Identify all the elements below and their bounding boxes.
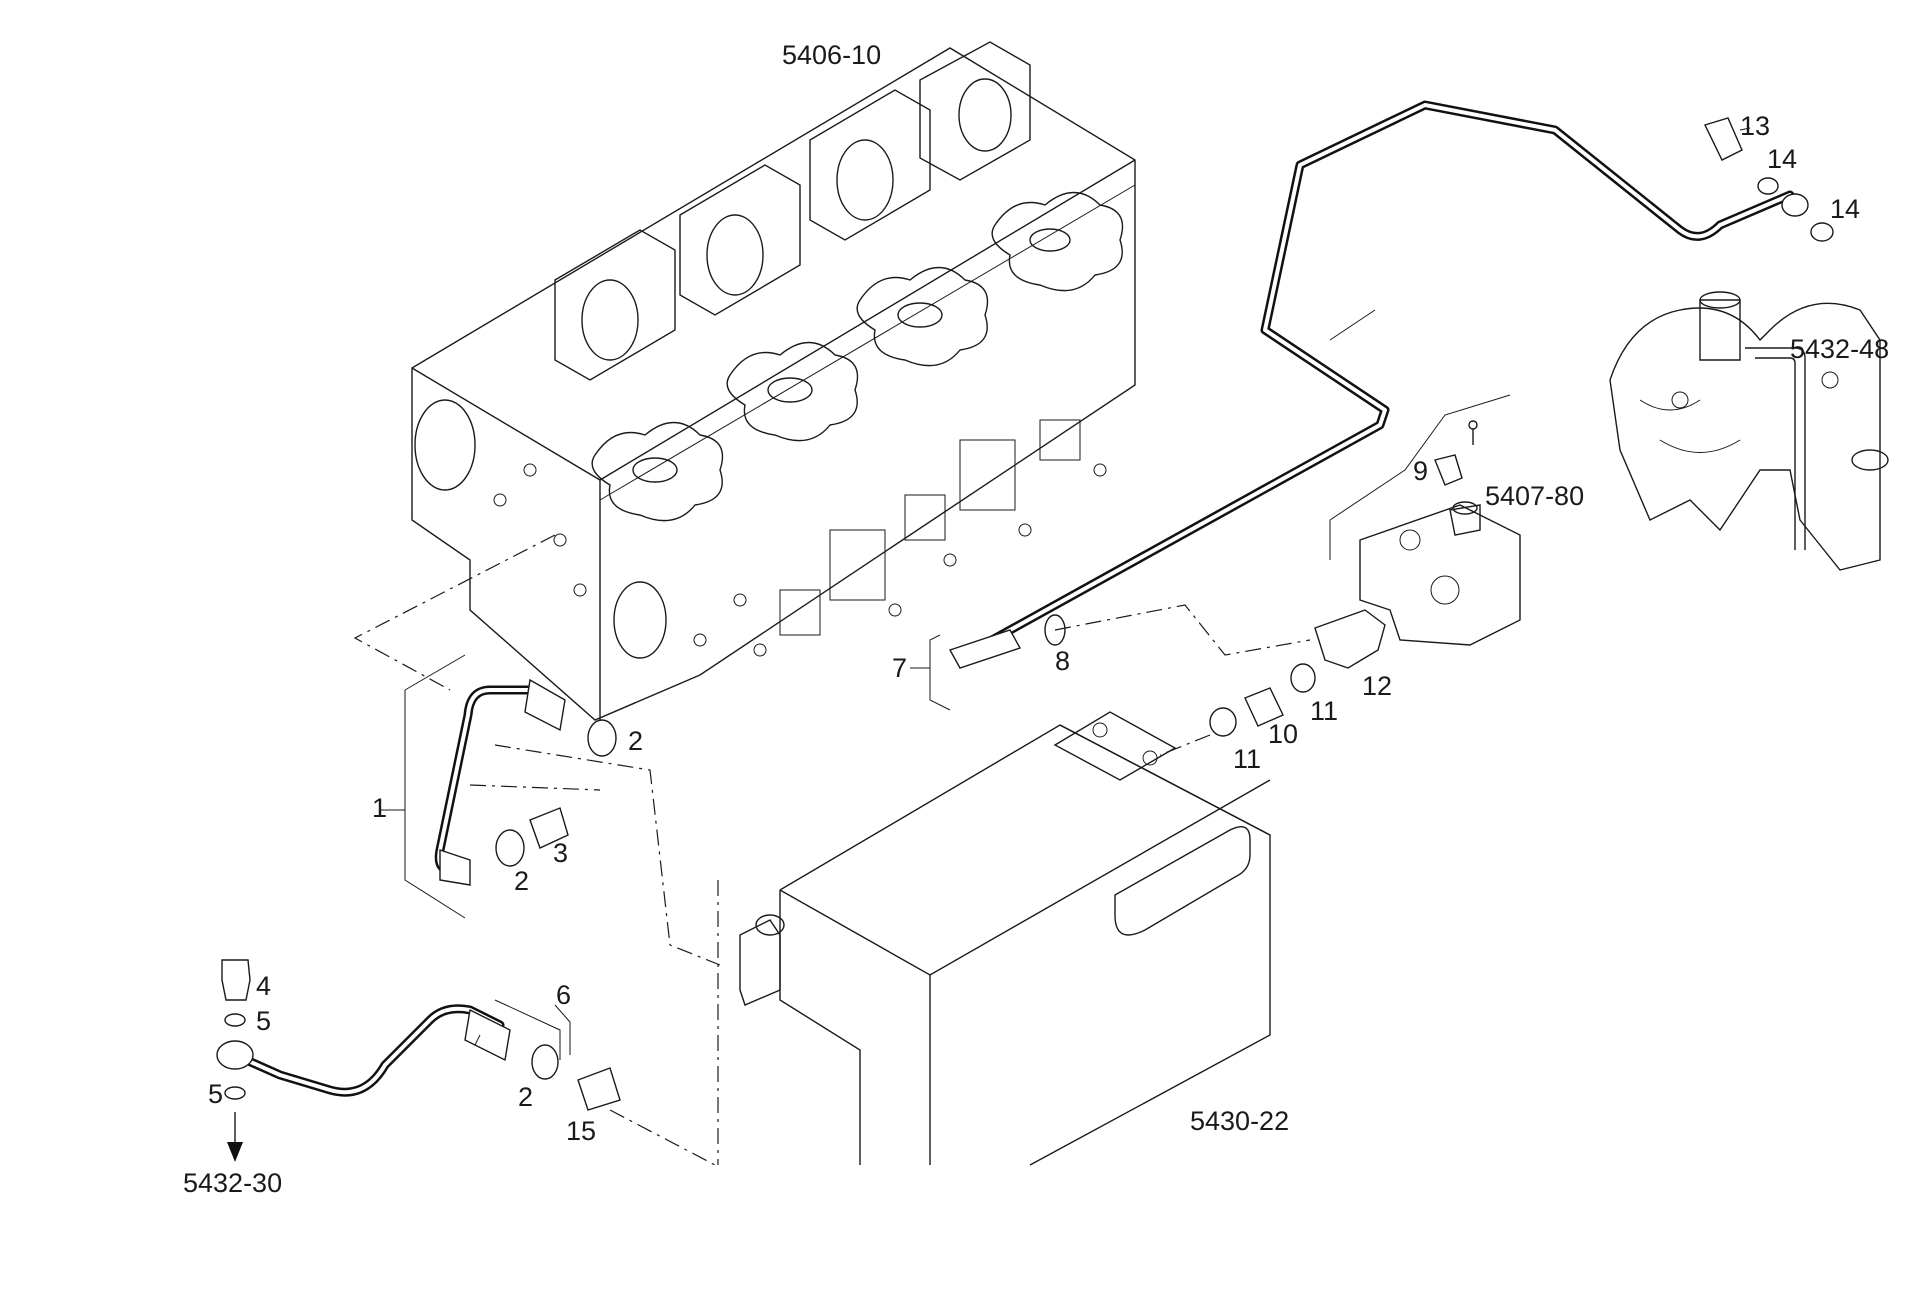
callout-9: 9 xyxy=(1413,456,1428,486)
callout-4: 4 xyxy=(256,971,271,1001)
callout-5-lower: 5 xyxy=(208,1079,223,1109)
pipe-1-nut-bottom xyxy=(439,849,471,886)
ref-5407-80: 5407-80 xyxy=(1485,481,1584,511)
side-face-details xyxy=(414,399,1107,659)
cam-towers xyxy=(554,41,1031,381)
pipe-1-nut-top xyxy=(524,678,566,732)
washer-2-mid xyxy=(495,829,525,867)
callout-1: 1 xyxy=(372,793,387,823)
engine-fragment-right xyxy=(1609,291,1889,571)
banjo-6 xyxy=(216,1040,254,1070)
banjo-12 xyxy=(1314,609,1386,669)
part-callouts: 1 2 2 2 3 4 5 5 6 7 8 9 10 11 11 12 13 1… xyxy=(208,111,1860,1146)
callout-14-upper: 14 xyxy=(1767,144,1797,174)
fuel-pipes xyxy=(230,100,1795,1097)
callout-2-mid: 2 xyxy=(514,866,529,896)
leader-lines xyxy=(380,127,1751,1060)
callout-14-lower: 14 xyxy=(1830,194,1860,224)
clamp-9 xyxy=(1434,454,1463,486)
callout-8: 8 xyxy=(1055,646,1070,676)
washer-5-lower xyxy=(224,1086,246,1100)
callout-15: 15 xyxy=(566,1116,596,1146)
fitting-10 xyxy=(1244,687,1284,727)
cylinder-head-block xyxy=(411,41,1136,721)
fitting-15 xyxy=(577,1067,621,1111)
callout-5-upper: 5 xyxy=(256,1006,271,1036)
washer-2-top xyxy=(587,719,617,757)
banjo-pipe-end xyxy=(1781,193,1809,217)
callout-2-top: 2 xyxy=(628,726,643,756)
phantom-lines xyxy=(353,534,1311,1166)
small-parts xyxy=(216,117,1834,1162)
fitting-3 xyxy=(529,807,569,849)
valve-seats xyxy=(591,191,1124,522)
callout-13: 13 xyxy=(1740,111,1770,141)
ref-5432-48: 5432-48 xyxy=(1790,334,1889,364)
washer-11-right xyxy=(1290,663,1316,693)
callout-7: 7 xyxy=(892,653,907,683)
injection-pump-housing xyxy=(739,711,1271,1166)
washer-2-bottom xyxy=(531,1044,559,1080)
valve-assembly-block xyxy=(1329,394,1521,646)
pipe-6-nut xyxy=(464,1008,511,1062)
callout-11-left: 11 xyxy=(1233,744,1261,774)
callout-12: 12 xyxy=(1362,671,1392,701)
washer-11-left xyxy=(1209,707,1237,737)
washer-14-lower xyxy=(1810,222,1834,242)
callout-2-bottom: 2 xyxy=(518,1082,533,1112)
washer-14-upper xyxy=(1757,177,1779,195)
callout-11-right: 11 xyxy=(1310,696,1338,726)
callout-3: 3 xyxy=(553,838,568,868)
callout-6: 6 xyxy=(556,980,571,1010)
ref-5406-10: 5406-10 xyxy=(782,40,881,70)
bolt-4 xyxy=(221,959,251,1001)
washer-5-upper xyxy=(224,1013,246,1027)
reference-labels: 5406-10 5432-48 5407-80 5430-22 5432-30 xyxy=(183,40,1889,1198)
ref-5430-22: 5430-22 xyxy=(1190,1106,1289,1136)
injector-7 xyxy=(948,629,1022,669)
bolt-13 xyxy=(1704,117,1743,161)
ref-5432-30: 5432-30 xyxy=(183,1168,282,1198)
callout-10: 10 xyxy=(1268,719,1298,749)
